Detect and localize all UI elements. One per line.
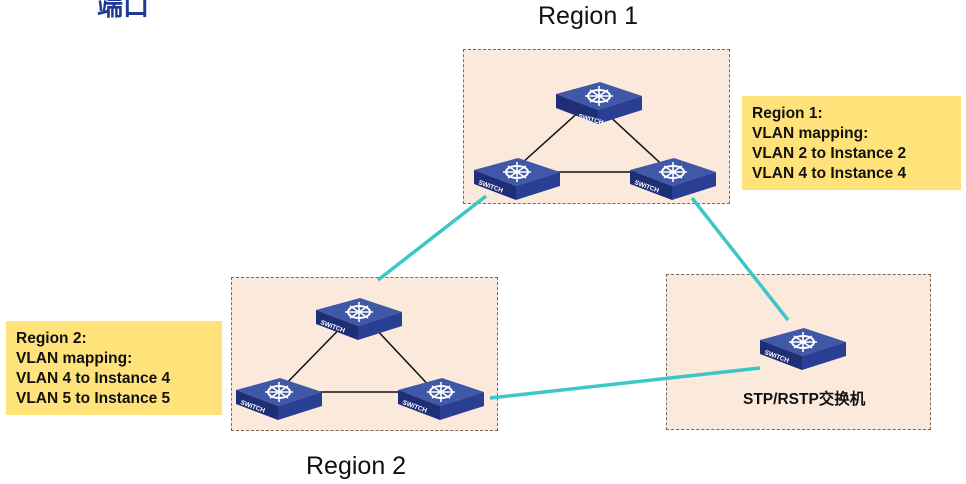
region-1-vlan-note: Region 1: VLAN mapping: VLAN 2 to Instan…: [742, 96, 961, 190]
region-1-title: Region 1: [538, 2, 639, 30]
region-1-note-line: Region 1:: [752, 105, 823, 122]
region-2-vlan-note: Region 2: VLAN mapping: VLAN 4 to Instan…: [6, 321, 222, 415]
region-1-note-line: VLAN 4 to Instance 4: [752, 165, 907, 182]
region-1-note-line: VLAN mapping:: [752, 125, 869, 142]
link-region1-stp: [690, 196, 790, 322]
region-2-note-line: VLAN mapping:: [16, 350, 133, 367]
network-switch-icon: SWITCH: [474, 158, 560, 200]
link-region2-stp: [489, 366, 761, 400]
network-switch-icon: SWITCH: [760, 328, 846, 370]
network-switch-icon: SWITCH: [236, 378, 322, 420]
region-2-note-line: Region 2:: [16, 330, 87, 347]
network-switch-icon: SWITCH: [316, 298, 402, 340]
region-1-note-line: VLAN 2 to Instance 2: [752, 145, 907, 162]
network-switch-icon: SWITCH: [630, 158, 716, 200]
network-switch-icon: SWITCH: [398, 378, 484, 420]
network-switch-icon: SWITCH: [556, 82, 642, 126]
link-region1-region2: [376, 194, 488, 282]
region-2-title: Region 2: [306, 452, 407, 480]
region-2-note-line: VLAN 4 to Instance 4: [16, 370, 171, 387]
stp-switch-label: STP/RSTP交换机: [743, 391, 866, 408]
slide-heading-fragment: 端口: [97, 0, 150, 22]
region-2-note-line: VLAN 5 to Instance 5: [16, 390, 171, 407]
